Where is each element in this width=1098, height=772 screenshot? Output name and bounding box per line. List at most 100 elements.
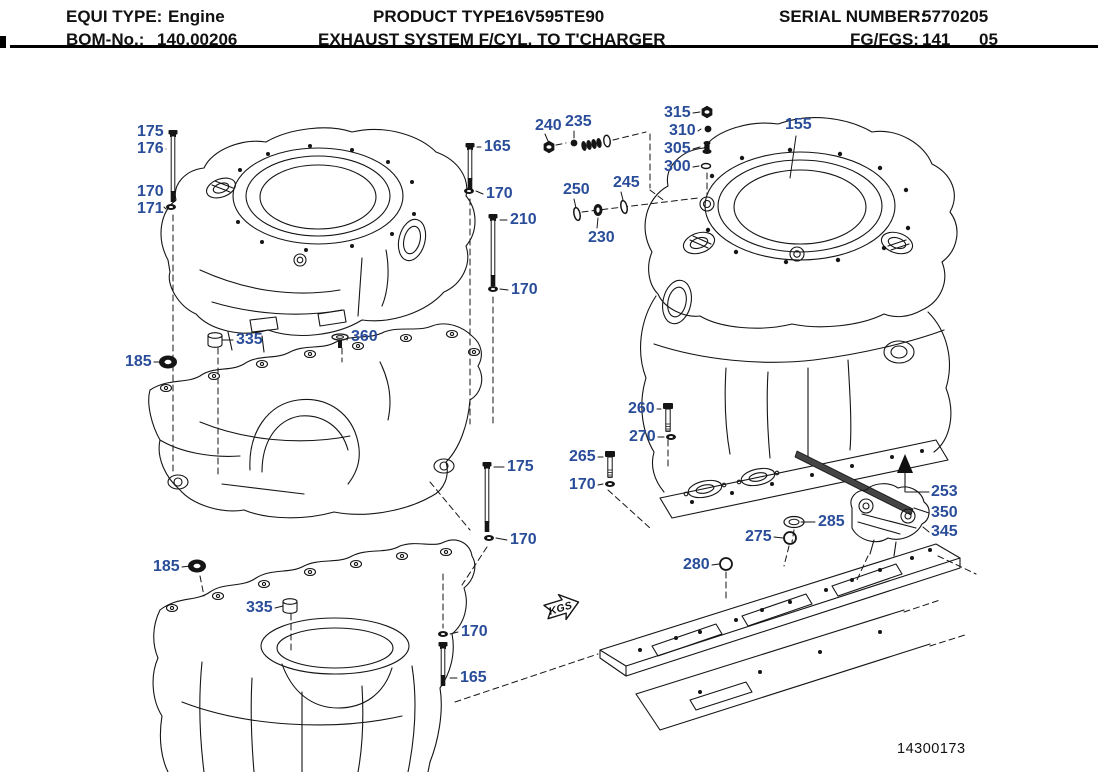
housing-middle-left [148,323,483,519]
part-callout-171: 171 [137,200,164,217]
part-callout-315: 315 [664,104,691,121]
equi-type-value: Engine [168,7,225,26]
fitting-icon [702,141,712,154]
flange-bosses [165,547,453,613]
long-bolt-icon [168,130,178,202]
oring-flat-icon [700,162,712,170]
part-callout-185: 185 [125,353,152,370]
assembly-title: EXHAUST SYSTEM F/CYL. TO T'CHARGER [318,30,666,49]
oring-narrow-icon [620,199,628,215]
callout-parts-layer [153,105,930,686]
long-bolt-icon [488,214,498,286]
plug-icon [331,333,349,348]
bushing-icon [207,332,223,348]
part-callout-335: 335 [236,331,263,348]
part-callout-170: 170 [511,281,538,298]
fg-fgs-suffix: 05 [979,30,998,49]
hex-bolt-icon [605,451,615,478]
part-callout-235: 235 [565,113,592,130]
part-callout-350: 350 [931,504,958,521]
oring-icon [783,531,797,545]
main-housing-155 [640,117,958,519]
flange-holes [690,449,924,504]
washer-icon [464,188,474,194]
part-callout-176: 176 [137,140,164,157]
part-callout-345: 345 [931,523,958,540]
ball-icon [570,139,578,147]
product-type-value: 16V595TE90 [505,7,605,26]
part-callout-210: 210 [510,211,537,228]
part-callout-265: 265 [569,448,596,465]
part-callout-175: 175 [507,458,534,475]
part-callout-165: 165 [460,669,487,686]
washer-icon [488,286,498,292]
bom-number-label: BOM-No.: [66,30,145,49]
fg-fgs-label: FG/FGS: [850,30,919,49]
part-callout-305: 305 [664,140,691,157]
assembly-direction-arrow-253 [897,454,913,493]
flange-bosses [159,329,481,393]
support-bracket-345 [850,483,930,557]
housing-bottom-left [152,539,476,772]
ball-icon [704,125,712,133]
part-callout-250: 250 [563,181,590,198]
part-callout-245: 245 [613,174,640,191]
part-callout-240: 240 [535,117,562,134]
kgs-direction-arrow: KGS [543,593,580,621]
part-callout-170: 170 [569,476,596,493]
part-callout-310: 310 [669,122,696,139]
part-callout-175: 175 [137,123,164,140]
part-callout-170: 170 [510,531,537,548]
part-callout-280: 280 [683,556,710,573]
part-callout-285: 285 [818,513,845,530]
gasket-strip-350 [794,450,914,516]
hex-bolt-icon [663,403,673,432]
part-callout-170: 170 [486,185,513,202]
product-type-label: PRODUCT TYPE: [373,7,512,26]
washer-icon [666,434,676,440]
grommet-icon [159,355,177,369]
long-bolt-icon [482,462,492,532]
bolt-holes [236,144,416,252]
nut-icon [543,140,555,154]
fg-fgs-value: 141 [922,30,951,49]
part-callout-230: 230 [588,229,615,246]
part-callout-360: 360 [351,328,378,345]
header-edge-mark [0,36,6,48]
washer-icon [438,631,448,637]
long-bolt-icon [438,642,448,686]
oring-icon [719,557,733,571]
washer-icon [484,535,494,541]
serial-number-value: 5770205 [922,7,989,26]
part-callout-270: 270 [629,428,656,445]
part-callout-253: 253 [931,483,958,500]
part-callout-185: 185 [153,558,180,575]
serial-number-label: SERIAL NUMBER: [779,7,927,26]
housing-top-left [160,127,476,353]
grommet-icon [188,559,206,573]
bushing-icon [282,598,298,614]
grommet-sm-icon [593,204,603,216]
deck-holes [638,548,932,652]
bom-number-value: 140.00206 [157,30,238,49]
nut-icon [701,105,713,119]
header-divider [10,45,1098,48]
equi-type-label: EQUI TYPE: [66,7,163,26]
center-axis-lines [172,131,977,703]
part-callout-275: 275 [745,528,772,545]
part-callout-300: 300 [664,158,691,175]
oring-narrow-icon [573,206,581,222]
part-callout-260: 260 [628,400,655,417]
long-bolt-icon [465,143,475,189]
part-callout-170: 170 [461,623,488,640]
part-callout-155: 155 [785,116,812,133]
part-callout-335: 335 [246,599,273,616]
part-callout-170: 170 [137,183,164,200]
washer-icon [605,481,615,487]
turbocharger-base-plate [599,543,961,731]
part-callout-165: 165 [484,138,511,155]
spring-detent-parts [581,134,611,151]
washer-icon [166,204,176,210]
